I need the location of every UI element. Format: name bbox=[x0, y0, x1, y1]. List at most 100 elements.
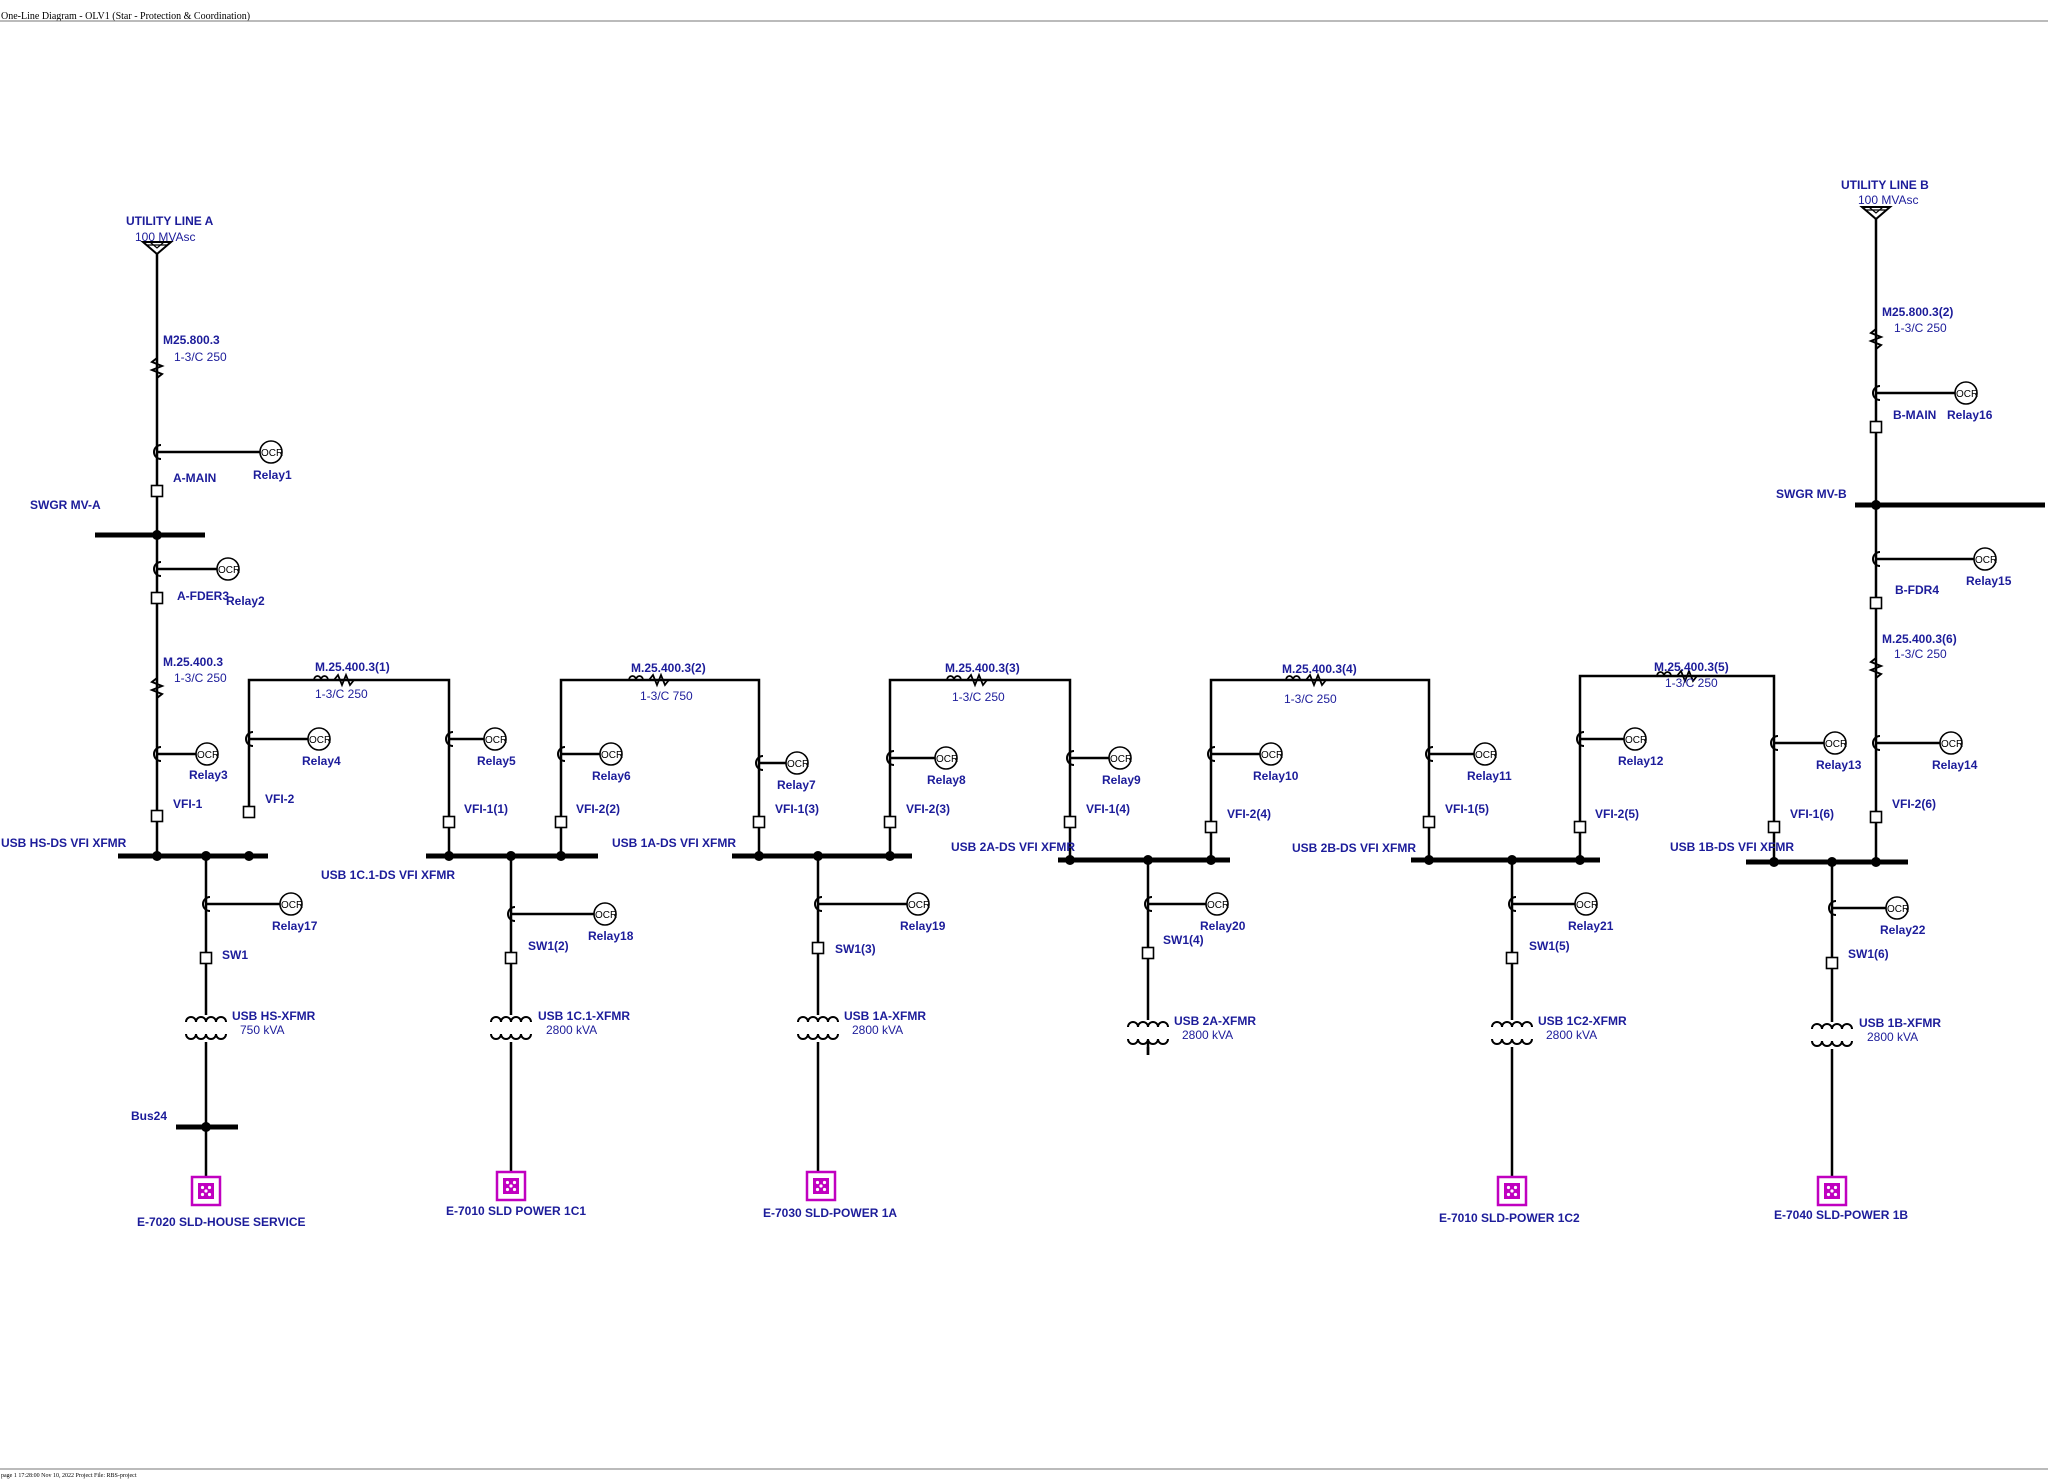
breaker-vfi-1-5[interactable] bbox=[1422, 815, 1436, 829]
cable-spec-8: 1-3/C 250 bbox=[1894, 321, 1947, 335]
breaker-label-vfi-1-4: VFI-1(4) bbox=[1086, 802, 1130, 816]
relay-13[interactable]: OCR bbox=[1823, 731, 1847, 755]
utility-a-label: UTILITY LINE A bbox=[126, 214, 214, 228]
relay-8[interactable]: OCR bbox=[934, 746, 958, 770]
breaker-vfi-2-2[interactable] bbox=[554, 815, 568, 829]
relay-12[interactable]: OCR bbox=[1623, 727, 1647, 751]
relay-1[interactable]: OCR bbox=[259, 440, 283, 464]
relay-label-4: Relay4 bbox=[302, 754, 341, 768]
bus-label-usb-1c1: USB 1C.1-DS VFI XFMR bbox=[321, 868, 455, 882]
relay-label-1: Relay1 bbox=[253, 468, 292, 482]
composite-power-1c2-icon[interactable] bbox=[1496, 1175, 1528, 1207]
relay-16[interactable]: OCR bbox=[1954, 381, 1978, 405]
relay-label-22: Relay22 bbox=[1880, 923, 1926, 937]
transformer-1a-icon[interactable] bbox=[797, 1016, 839, 1040]
switch-sw1-2[interactable] bbox=[504, 951, 518, 965]
breaker-vfi-2-4[interactable] bbox=[1204, 820, 1218, 834]
breaker-vfi-1-3[interactable] bbox=[752, 815, 766, 829]
breaker-vfi-2[interactable] bbox=[242, 805, 256, 819]
relay-15[interactable]: OCR bbox=[1973, 547, 1997, 571]
composite-house-service-icon[interactable] bbox=[190, 1175, 222, 1207]
composite-power-1c1-icon[interactable] bbox=[495, 1170, 527, 1202]
bus-label-swgr-mv-a: SWGR MV-A bbox=[30, 498, 101, 512]
relay-label-7: Relay7 bbox=[777, 778, 816, 792]
relay-5[interactable]: OCR bbox=[483, 727, 507, 751]
transformer-1c2-icon[interactable] bbox=[1491, 1021, 1533, 1045]
breaker-vfi-1[interactable] bbox=[150, 809, 164, 823]
relay-17[interactable]: OCR bbox=[279, 892, 303, 916]
breaker-label-b-fdr4: B-FDR4 bbox=[1895, 583, 1939, 597]
svg-text:OCR: OCR bbox=[261, 448, 283, 459]
transformer-2a-icon[interactable] bbox=[1127, 1021, 1169, 1045]
cable-label-6: M.25.400.3(4) bbox=[1282, 662, 1357, 676]
svg-text:OCR: OCR bbox=[601, 750, 623, 761]
cable-label-1: M25.800.3 bbox=[163, 333, 220, 347]
svg-text:OCR: OCR bbox=[309, 735, 331, 746]
breaker-vfi-1-6[interactable] bbox=[1767, 820, 1781, 834]
relay-7[interactable]: OCR bbox=[785, 751, 809, 775]
relay-3[interactable]: OCR bbox=[195, 742, 219, 766]
composite-label-power-1b: E-7040 SLD-POWER 1B bbox=[1774, 1208, 1908, 1222]
transformer-1b-icon[interactable] bbox=[1811, 1023, 1853, 1047]
switch-sw1-3[interactable] bbox=[811, 941, 825, 955]
junction-dots bbox=[152, 500, 1881, 1132]
cable-label-9: M.25.400.3(6) bbox=[1882, 632, 1957, 646]
svg-text:OCR: OCR bbox=[218, 565, 240, 576]
utility-a-rating: 100 MVAsc bbox=[135, 230, 195, 244]
cable-spec-9: 1-3/C 250 bbox=[1894, 647, 1947, 661]
svg-text:OCR: OCR bbox=[1261, 750, 1283, 761]
breaker-label-vfi-2-3: VFI-2(3) bbox=[906, 802, 950, 816]
relay-9[interactable]: OCR bbox=[1108, 746, 1132, 770]
relay-2[interactable]: OCR bbox=[216, 557, 240, 581]
relay-label-14: Relay14 bbox=[1932, 758, 1978, 772]
breaker-vfi-2-3[interactable] bbox=[883, 815, 897, 829]
relay-6[interactable]: OCR bbox=[599, 742, 623, 766]
cable-spec-1: 1-3/C 250 bbox=[174, 350, 227, 364]
cable-label-7: M.25.400.3(5) bbox=[1654, 660, 1729, 674]
composite-power-1a-icon[interactable] bbox=[805, 1170, 837, 1202]
xfmr-label-1a: USB 1A-XFMR bbox=[844, 1009, 926, 1023]
relay-11[interactable]: OCR bbox=[1473, 742, 1497, 766]
breaker-vfi-2-6[interactable] bbox=[1869, 810, 1883, 824]
utility-a-icon[interactable] bbox=[140, 241, 174, 256]
utility-b-icon[interactable] bbox=[1859, 206, 1893, 221]
relay-20[interactable]: OCR bbox=[1205, 892, 1229, 916]
switch-sw1-4[interactable] bbox=[1141, 946, 1155, 960]
switch-label-sw1-4: SW1(4) bbox=[1163, 933, 1204, 947]
breaker-vfi-2-5[interactable] bbox=[1573, 820, 1587, 834]
relay-22[interactable]: OCR bbox=[1885, 896, 1909, 920]
breaker-b-main[interactable] bbox=[1869, 420, 1883, 434]
switch-label-sw1-3: SW1(3) bbox=[835, 942, 876, 956]
utility-b-rating: 100 MVAsc bbox=[1858, 193, 1918, 207]
svg-text:OCR: OCR bbox=[1207, 900, 1229, 911]
breaker-vfi-1-4[interactable] bbox=[1063, 815, 1077, 829]
breaker-label-vfi-2-2: VFI-2(2) bbox=[576, 802, 620, 816]
breaker-vfi-1-1[interactable] bbox=[442, 815, 456, 829]
transformer-hs-icon[interactable] bbox=[185, 1016, 227, 1040]
relay-4[interactable]: OCR bbox=[307, 727, 331, 751]
relay-14[interactable]: OCR bbox=[1939, 731, 1963, 755]
relay-18[interactable]: OCR bbox=[593, 902, 617, 926]
breaker-a-main[interactable] bbox=[150, 484, 164, 498]
switch-sw1-6[interactable] bbox=[1825, 956, 1839, 970]
transformer-1c1-icon[interactable] bbox=[490, 1016, 532, 1040]
relay-21[interactable]: OCR bbox=[1574, 892, 1598, 916]
composite-power-1b-icon[interactable] bbox=[1816, 1175, 1848, 1207]
composite-label-power-1a: E-7030 SLD-POWER 1A bbox=[763, 1206, 897, 1220]
xfmr-rating-hs: 750 kVA bbox=[240, 1023, 284, 1037]
breaker-b-fdr4[interactable] bbox=[1869, 596, 1883, 610]
relay-label-11: Relay11 bbox=[1467, 769, 1512, 783]
cable-spec-7: 1-3/C 250 bbox=[1665, 676, 1718, 690]
relay-10[interactable]: OCR bbox=[1259, 742, 1283, 766]
svg-text:OCR: OCR bbox=[1956, 389, 1978, 400]
relay-label-10: Relay10 bbox=[1253, 769, 1299, 783]
switch-sw1-5[interactable] bbox=[1505, 951, 1519, 965]
breaker-label-a-fder3: A-FDER3 bbox=[177, 589, 229, 603]
breaker-label-b-main: B-MAIN bbox=[1893, 408, 1936, 422]
relay-19[interactable]: OCR bbox=[906, 892, 930, 916]
cable-spec-6: 1-3/C 250 bbox=[1284, 692, 1337, 706]
bus-label-usb-1a: USB 1A-DS VFI XFMR bbox=[612, 836, 736, 850]
breaker-a-fder3[interactable] bbox=[150, 591, 164, 605]
cable-spec-5: 1-3/C 250 bbox=[952, 690, 1005, 704]
switch-sw1[interactable] bbox=[199, 951, 213, 965]
